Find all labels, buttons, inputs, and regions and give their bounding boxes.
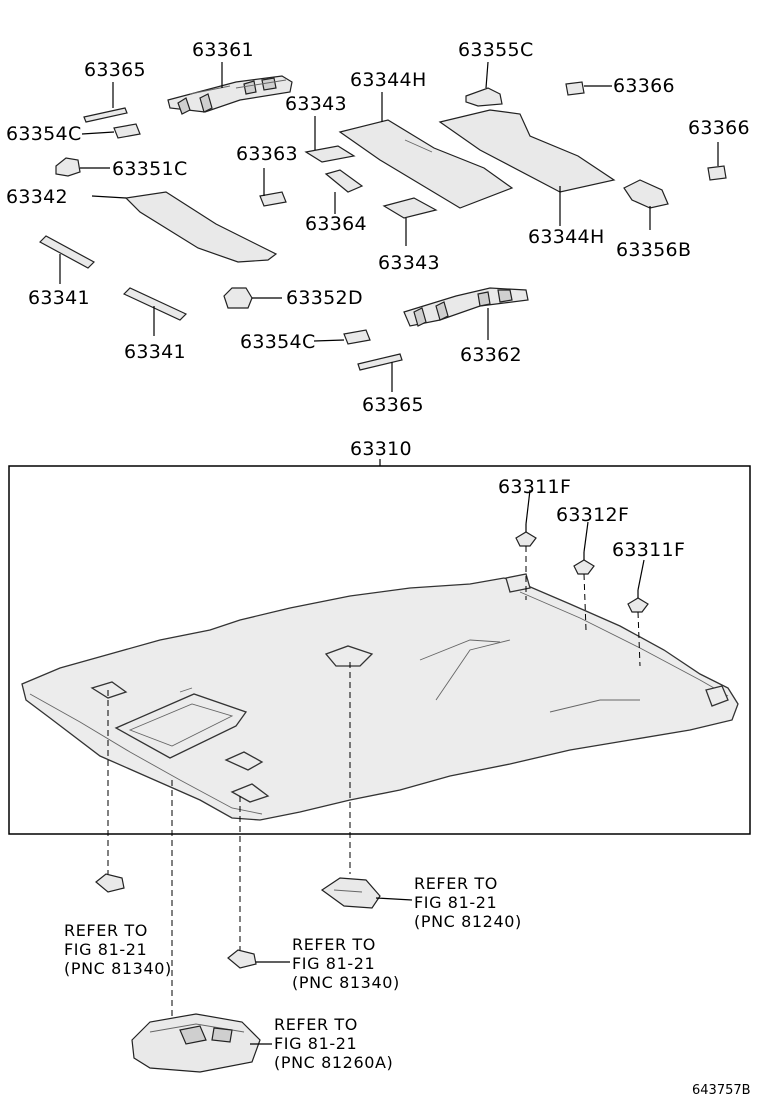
label-63364[interactable]: 63364 xyxy=(305,213,367,235)
label-63366-top[interactable]: 63366 xyxy=(613,75,675,97)
label-63365-top[interactable]: 63365 xyxy=(84,59,146,81)
reference-81340-left-line1: REFER TO xyxy=(64,921,148,940)
part-63354C-left xyxy=(113,123,141,139)
label-63344H-bottom[interactable]: 63344H xyxy=(528,226,605,248)
lamp-assembly-81240 xyxy=(320,877,381,909)
label-63341-left[interactable]: 63341 xyxy=(28,287,90,309)
reference-81340-left-line3: (PNC 81340) xyxy=(64,959,172,978)
part-63365-bottom xyxy=(357,353,403,371)
reference-81260A-line1: REFER TO xyxy=(274,1015,358,1034)
lamp-81340-center xyxy=(227,949,257,969)
reference-note-81340-center[interactable]: REFER TO FIG 81-21 (PNC 81340) xyxy=(292,935,400,992)
reference-81340-left-line2: FIG 81-21 xyxy=(64,940,147,959)
lamp-81340-left xyxy=(95,873,125,893)
reference-81340-center-line1: REFER TO xyxy=(292,935,376,954)
label-63365-bottom[interactable]: 63365 xyxy=(362,394,424,416)
part-63312F xyxy=(573,552,595,575)
label-63343-bottom[interactable]: 63343 xyxy=(378,252,440,274)
part-63361 xyxy=(167,75,293,115)
label-63311F-right[interactable]: 63311F xyxy=(612,539,685,561)
label-63361[interactable]: 63361 xyxy=(192,39,254,61)
headliner-frame xyxy=(8,465,751,835)
part-63364 xyxy=(324,169,364,193)
diagram-code: 643757B xyxy=(692,1083,751,1098)
label-63354C-left[interactable]: 63354C xyxy=(6,123,82,145)
reference-81340-center-line3: (PNC 81340) xyxy=(292,973,400,992)
label-63356B[interactable]: 63356B xyxy=(616,239,691,261)
part-63363 xyxy=(259,191,287,207)
part-63365-top xyxy=(83,107,128,123)
part-63311F-right xyxy=(627,590,649,613)
part-63355C xyxy=(465,87,503,107)
part-63362 xyxy=(403,287,529,327)
part-63343-bottom xyxy=(382,197,438,219)
label-63366-right[interactable]: 63366 xyxy=(688,117,750,139)
label-63312F[interactable]: 63312F xyxy=(556,504,629,526)
reference-note-81340-left[interactable]: REFER TO FIG 81-21 (PNC 81340) xyxy=(64,921,172,978)
label-63362[interactable]: 63362 xyxy=(460,344,522,366)
part-63366-right xyxy=(707,165,727,181)
part-63352D xyxy=(223,287,253,309)
part-63351C xyxy=(55,157,81,177)
part-63343-top xyxy=(304,145,356,163)
part-63356B xyxy=(623,179,669,209)
part-63341-left xyxy=(39,235,95,269)
label-63363[interactable]: 63363 xyxy=(236,143,298,165)
reference-81260A-line2: FIG 81-21 xyxy=(274,1034,357,1053)
label-63342[interactable]: 63342 xyxy=(6,186,68,208)
part-63310-headliner xyxy=(21,573,739,821)
part-63366-top xyxy=(565,81,585,96)
part-63344H-top xyxy=(338,119,514,209)
label-63351C[interactable]: 63351C xyxy=(112,158,188,180)
part-63342 xyxy=(124,191,278,263)
reference-81240-line1: REFER TO xyxy=(414,874,498,893)
label-63341-mid[interactable]: 63341 xyxy=(124,341,186,363)
part-63354C-mid xyxy=(343,329,371,345)
label-63355C[interactable]: 63355C xyxy=(458,39,534,61)
part-63311F-top xyxy=(515,524,537,547)
label-63354C-mid[interactable]: 63354C xyxy=(240,331,316,353)
reference-81340-center-line2: FIG 81-21 xyxy=(292,954,375,973)
label-63310[interactable]: 63310 xyxy=(350,438,412,460)
console-81260A xyxy=(131,1013,261,1073)
part-63344H-bottom xyxy=(438,109,616,193)
reference-note-81260A[interactable]: REFER TO FIG 81-21 (PNC 81260A) xyxy=(274,1015,393,1072)
reference-81260A-line3: (PNC 81260A) xyxy=(274,1053,393,1072)
part-63341-mid xyxy=(122,287,188,321)
reference-81240-line2: FIG 81-21 xyxy=(414,893,497,912)
reference-81240-line3: (PNC 81240) xyxy=(414,912,522,931)
label-63311F-top[interactable]: 63311F xyxy=(498,476,571,498)
label-63344H-top[interactable]: 63344H xyxy=(350,69,427,91)
label-63343-top[interactable]: 63343 xyxy=(285,93,347,115)
reference-note-81240[interactable]: REFER TO FIG 81-21 (PNC 81240) xyxy=(414,874,522,931)
label-63352D[interactable]: 63352D xyxy=(286,287,363,309)
